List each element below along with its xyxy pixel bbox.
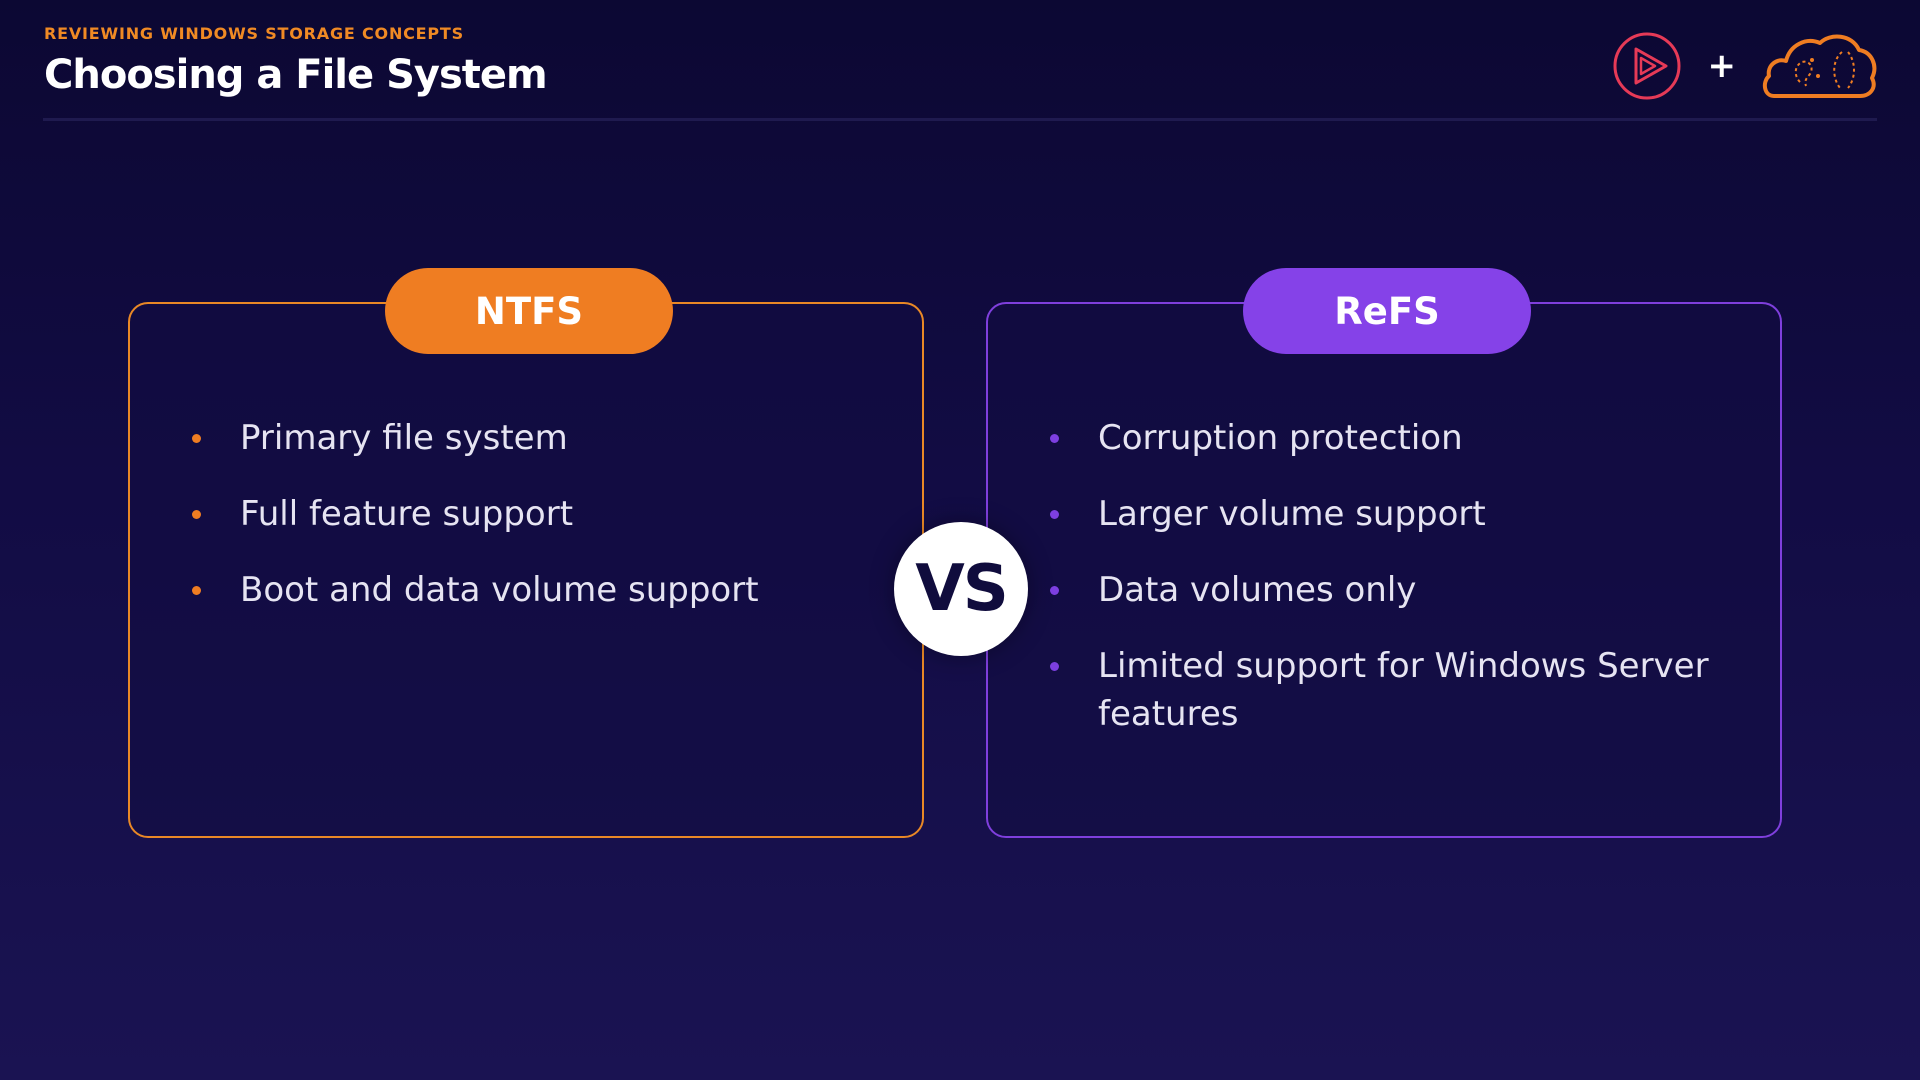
- list-item-text: Corruption protection: [1098, 418, 1463, 458]
- play-logo-icon: [1613, 32, 1680, 100]
- list-item: Data volumes only: [1050, 566, 1740, 614]
- list-item: Corruption protection: [1050, 414, 1740, 462]
- list-item-text: Boot and data volume support: [240, 570, 759, 610]
- list-item-text: Full feature support: [240, 494, 574, 534]
- bullet-icon: [1050, 662, 1059, 671]
- refs-card: ReFS Corruption protection Larger volume…: [986, 268, 1782, 838]
- list-item: Boot and data volume support: [192, 566, 882, 614]
- cloud-logo-icon: [1762, 34, 1877, 98]
- slide-header: REVIEWING WINDOWS STORAGE CONCEPTS Choos…: [44, 24, 548, 100]
- list-item-text: Data volumes only: [1098, 570, 1417, 610]
- list-item-text: Primary file system: [240, 418, 568, 458]
- ntfs-card: NTFS Primary file system Full feature su…: [128, 268, 924, 838]
- ntfs-feature-list: Primary file system Full feature support…: [192, 414, 882, 642]
- ntfs-label-pill: NTFS: [385, 268, 673, 354]
- plus-sign: +: [1707, 46, 1737, 86]
- vs-label: VS: [915, 552, 1009, 626]
- slide-title: Choosing a File System: [44, 52, 548, 98]
- bullet-icon: [192, 586, 201, 595]
- bullet-icon: [1050, 586, 1059, 595]
- list-item-text: Limited support for Windows Server featu…: [1098, 646, 1709, 734]
- list-item: Larger volume support: [1050, 490, 1740, 538]
- header-divider: [43, 118, 1877, 121]
- list-item: Primary file system: [192, 414, 882, 462]
- list-item: Limited support for Windows Server featu…: [1050, 642, 1740, 738]
- bullet-icon: [1050, 434, 1059, 443]
- vs-badge: VS: [894, 522, 1028, 656]
- logo-group: +: [1612, 30, 1879, 102]
- bullet-icon: [1050, 510, 1059, 519]
- list-item-text: Larger volume support: [1098, 494, 1486, 534]
- refs-feature-list: Corruption protection Larger volume supp…: [1050, 414, 1740, 766]
- refs-label-pill: ReFS: [1243, 268, 1531, 354]
- bullet-icon: [192, 434, 201, 443]
- bullet-icon: [192, 510, 201, 519]
- section-eyebrow: REVIEWING WINDOWS STORAGE CONCEPTS: [44, 24, 464, 43]
- list-item: Full feature support: [192, 490, 882, 538]
